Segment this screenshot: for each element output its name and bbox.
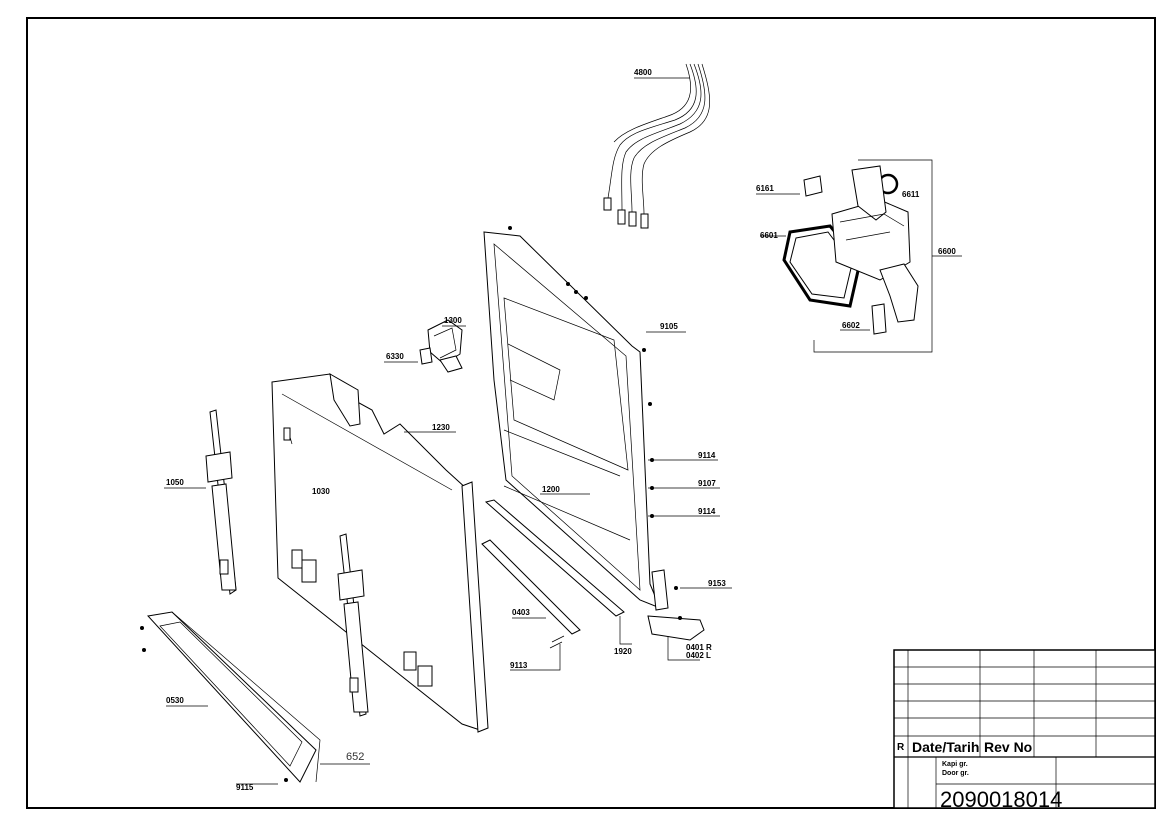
callout-652: 652 xyxy=(346,751,364,763)
rev-no-label: Rev No xyxy=(984,739,1032,755)
callout-1050: 1050 xyxy=(166,478,184,487)
callout-1030: 1030 xyxy=(312,487,330,496)
callout-9115: 9115 xyxy=(236,783,254,792)
part-center-hinge-bracket xyxy=(337,533,369,717)
callout-4800: 4800 xyxy=(634,68,652,77)
group-tr-label: Kapi gr. xyxy=(942,761,968,768)
part-0530-handle-plate xyxy=(147,611,370,785)
date-label: Date/Tarih xyxy=(912,739,979,755)
callout-9105: 9105 xyxy=(660,322,678,331)
callout-6611: 6611 xyxy=(902,190,920,199)
callout-6601: 6601 xyxy=(760,231,778,240)
callout-6330: 6330 xyxy=(386,352,404,361)
callout-0401: 0401 R xyxy=(686,643,712,652)
callout-9107: 9107 xyxy=(698,479,716,488)
callout-9113: 9113 xyxy=(510,661,528,670)
callout-labels: 4800 6161 6611 6601 6600 6602 1300 6330 … xyxy=(166,68,956,792)
callout-6602: 6602 xyxy=(842,321,860,330)
screws xyxy=(140,226,682,782)
title-block: R Date/Tarih Rev No Kapi gr. Door gr. 20… xyxy=(893,649,1156,812)
callout-9114-lower: 9114 xyxy=(698,507,716,516)
callout-1230: 1230 xyxy=(432,423,450,432)
drawing-number: 2090018014 xyxy=(940,787,1062,812)
callout-1300: 1300 xyxy=(444,316,462,325)
part-1230-1030-inner-panel xyxy=(271,373,489,733)
drawing-frame xyxy=(26,17,1156,809)
callout-6600: 6600 xyxy=(938,247,956,256)
part-6600-dispenser-assembly xyxy=(756,159,962,353)
callout-1200: 1200 xyxy=(542,485,560,494)
group-en-label: Door gr. xyxy=(942,770,969,777)
part-4800-wiring-harness xyxy=(603,63,710,229)
part-1300-door-lock xyxy=(384,319,466,373)
callout-0530: 0530 xyxy=(166,696,184,705)
part-1200-door-frame xyxy=(483,231,732,661)
rev-letter: R xyxy=(897,742,905,753)
callout-0402: 0402 L xyxy=(686,651,711,660)
callout-1920: 1920 xyxy=(614,647,632,656)
callout-9153: 9153 xyxy=(708,579,726,588)
callout-6161: 6161 xyxy=(756,184,774,193)
callout-0403: 0403 xyxy=(512,608,530,617)
part-0403-1920-strips xyxy=(481,499,632,671)
callout-9114-upper: 9114 xyxy=(698,451,716,460)
part-1050-hinge-bracket xyxy=(164,409,237,595)
